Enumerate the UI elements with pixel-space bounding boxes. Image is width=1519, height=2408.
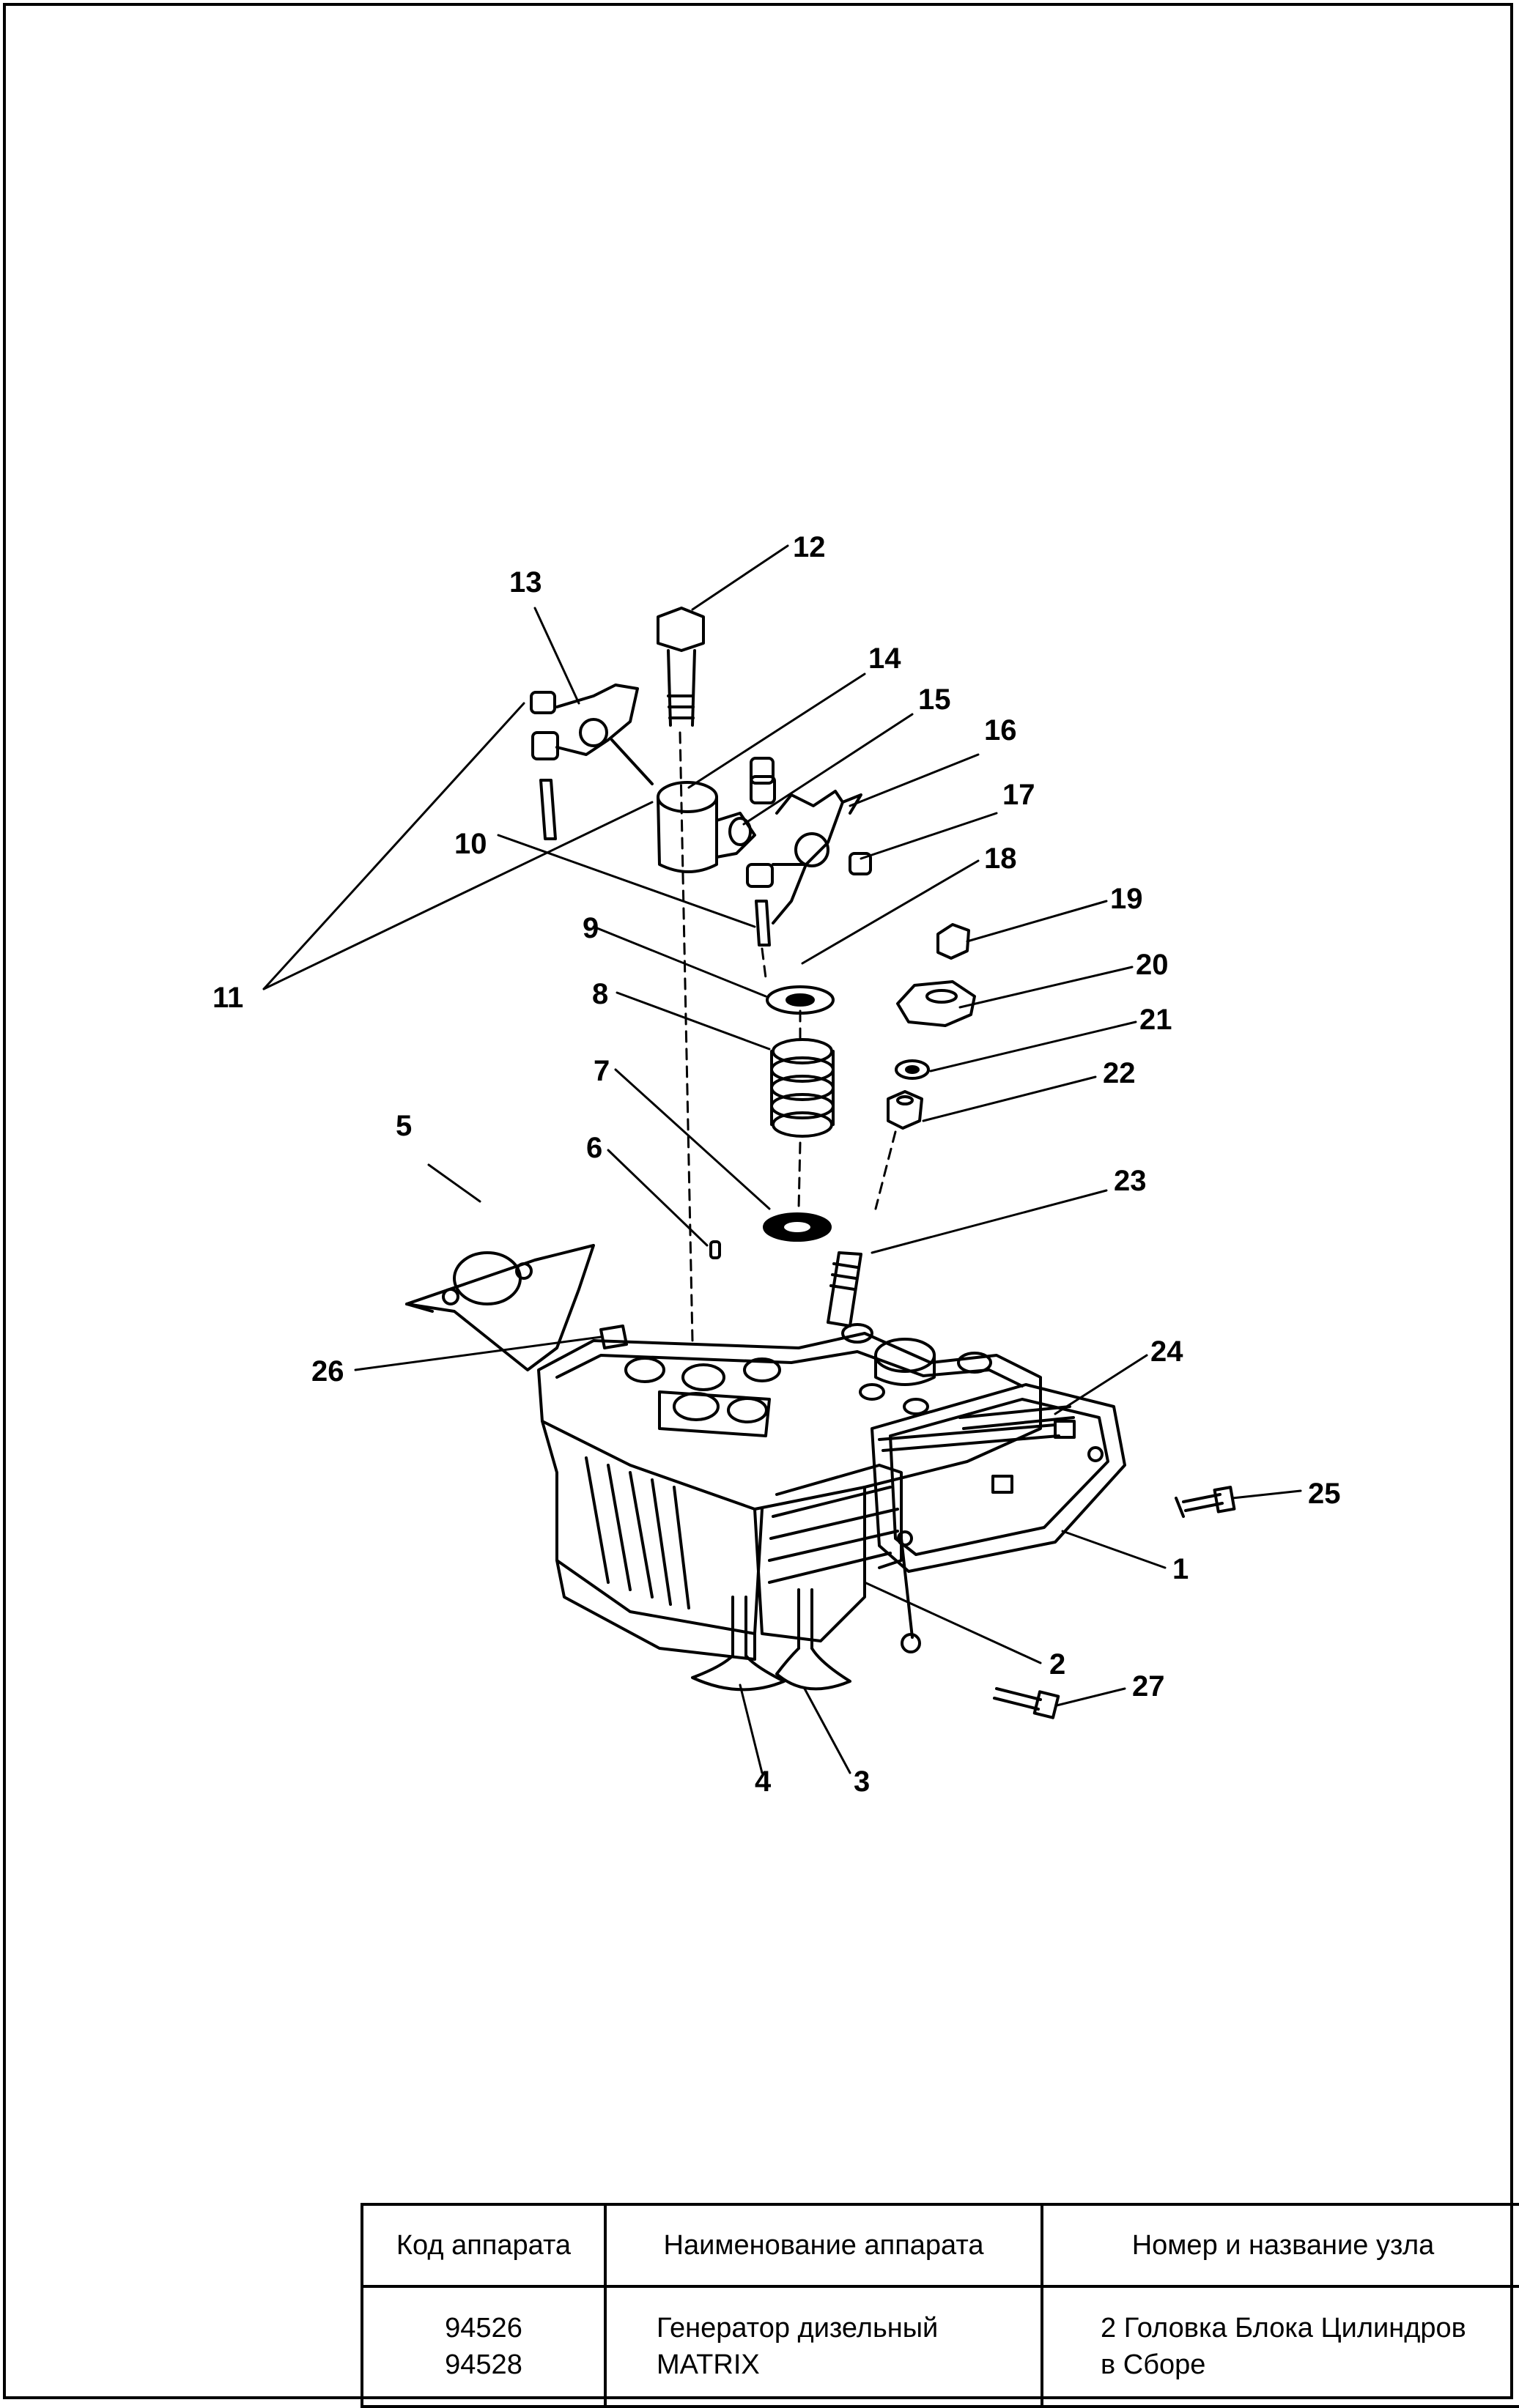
cap-20 (896, 980, 976, 1027)
cylinder-head-block (537, 1323, 1042, 1661)
callout-26: 26 (311, 1355, 344, 1388)
callout-27: 27 (1132, 1670, 1165, 1703)
callout-24: 24 (1150, 1335, 1183, 1368)
bolt-25 (1175, 1486, 1236, 1518)
title-block-value-row: 94526 94528 Генератор дизельный MATRIX 2… (361, 2285, 1519, 2408)
leader-lines (262, 544, 1302, 1774)
header-unit: Номер и название узла (1041, 2203, 1519, 2288)
callout-19: 19 (1110, 883, 1143, 915)
title-block-header-row: Код аппарата Наименование аппарата Номер… (361, 2203, 1519, 2288)
adjusting-screws-10 (539, 779, 771, 946)
callout-20: 20 (1136, 949, 1169, 981)
callout-18: 18 (984, 842, 1017, 875)
callout-21: 21 (1139, 1004, 1172, 1036)
callout-2: 2 (1049, 1648, 1065, 1681)
callout-12: 12 (793, 531, 826, 563)
cell-code: 94526 94528 (361, 2285, 607, 2408)
bolt-27 (993, 1687, 1060, 1719)
exploded-parts-diagram: 1 2 3 4 5 6 7 8 9 10 11 12 13 14 15 16 1… (212, 531, 1341, 1798)
callout-10: 10 (454, 828, 487, 860)
code-value-2: 94528 (445, 2349, 522, 2380)
unit-value-1: 2 Головка Блока Цилиндров (1101, 2313, 1466, 2344)
washer-22 (887, 1090, 923, 1130)
callout-9: 9 (583, 912, 599, 944)
callout-4: 4 (755, 1766, 772, 1798)
rocker-support-14 (657, 757, 775, 873)
callout-5: 5 (396, 1110, 412, 1142)
rocker-arm-16 (746, 775, 872, 925)
nut-19 (936, 923, 970, 960)
plug-26 (599, 1325, 628, 1349)
valve-spring-8 (770, 1038, 835, 1138)
callout-22: 22 (1103, 1057, 1136, 1089)
callout-11: 11 (212, 982, 243, 1014)
intake-gasket (405, 1244, 595, 1371)
washer-21 (895, 1059, 930, 1080)
callout-23: 23 (1114, 1165, 1147, 1197)
axis-lines (679, 731, 897, 1342)
push-rod-23 (827, 1251, 862, 1327)
title-block-table: Код аппарата Наименование аппарата Номер… (361, 2203, 1519, 2408)
code-value-1: 94526 (445, 2313, 522, 2344)
header-name: Наименование аппарата (604, 2203, 1043, 2288)
callout-15: 15 (918, 683, 951, 716)
callout-13: 13 (509, 566, 542, 599)
callout-labels: 1 2 3 4 5 6 7 8 9 10 11 12 13 14 15 16 1… (212, 531, 1341, 1798)
callout-14: 14 (868, 642, 901, 675)
callout-17: 17 (1002, 779, 1035, 811)
name-value-1: Генератор дизельный (657, 2313, 939, 2344)
callout-3: 3 (854, 1766, 870, 1798)
name-value-2: MATRIX (657, 2349, 760, 2380)
cell-unit: 2 Головка Блока Цилиндров в Сборе (1041, 2285, 1519, 2408)
cell-name: Генератор дизельный MATRIX (604, 2285, 1043, 2408)
bolt-12 (657, 607, 705, 727)
callout-6: 6 (586, 1132, 602, 1164)
valves (691, 1588, 851, 1692)
head-studs (878, 1405, 1076, 1494)
callout-1: 1 (1172, 1553, 1189, 1585)
callout-8: 8 (592, 978, 608, 1010)
spring-retainer-9 (766, 985, 835, 1015)
rocker-cover-gasket (871, 1383, 1126, 1653)
callout-7: 7 (594, 1055, 610, 1087)
rocker-arm-13 (530, 683, 654, 785)
unit-value-2: в Сборе (1101, 2349, 1206, 2380)
spring-seat-7 (763, 1212, 832, 1242)
collet-6 (709, 1240, 721, 1259)
header-code: Код аппарата (361, 2203, 607, 2288)
callout-25: 25 (1308, 1478, 1341, 1510)
callout-16: 16 (984, 714, 1017, 747)
